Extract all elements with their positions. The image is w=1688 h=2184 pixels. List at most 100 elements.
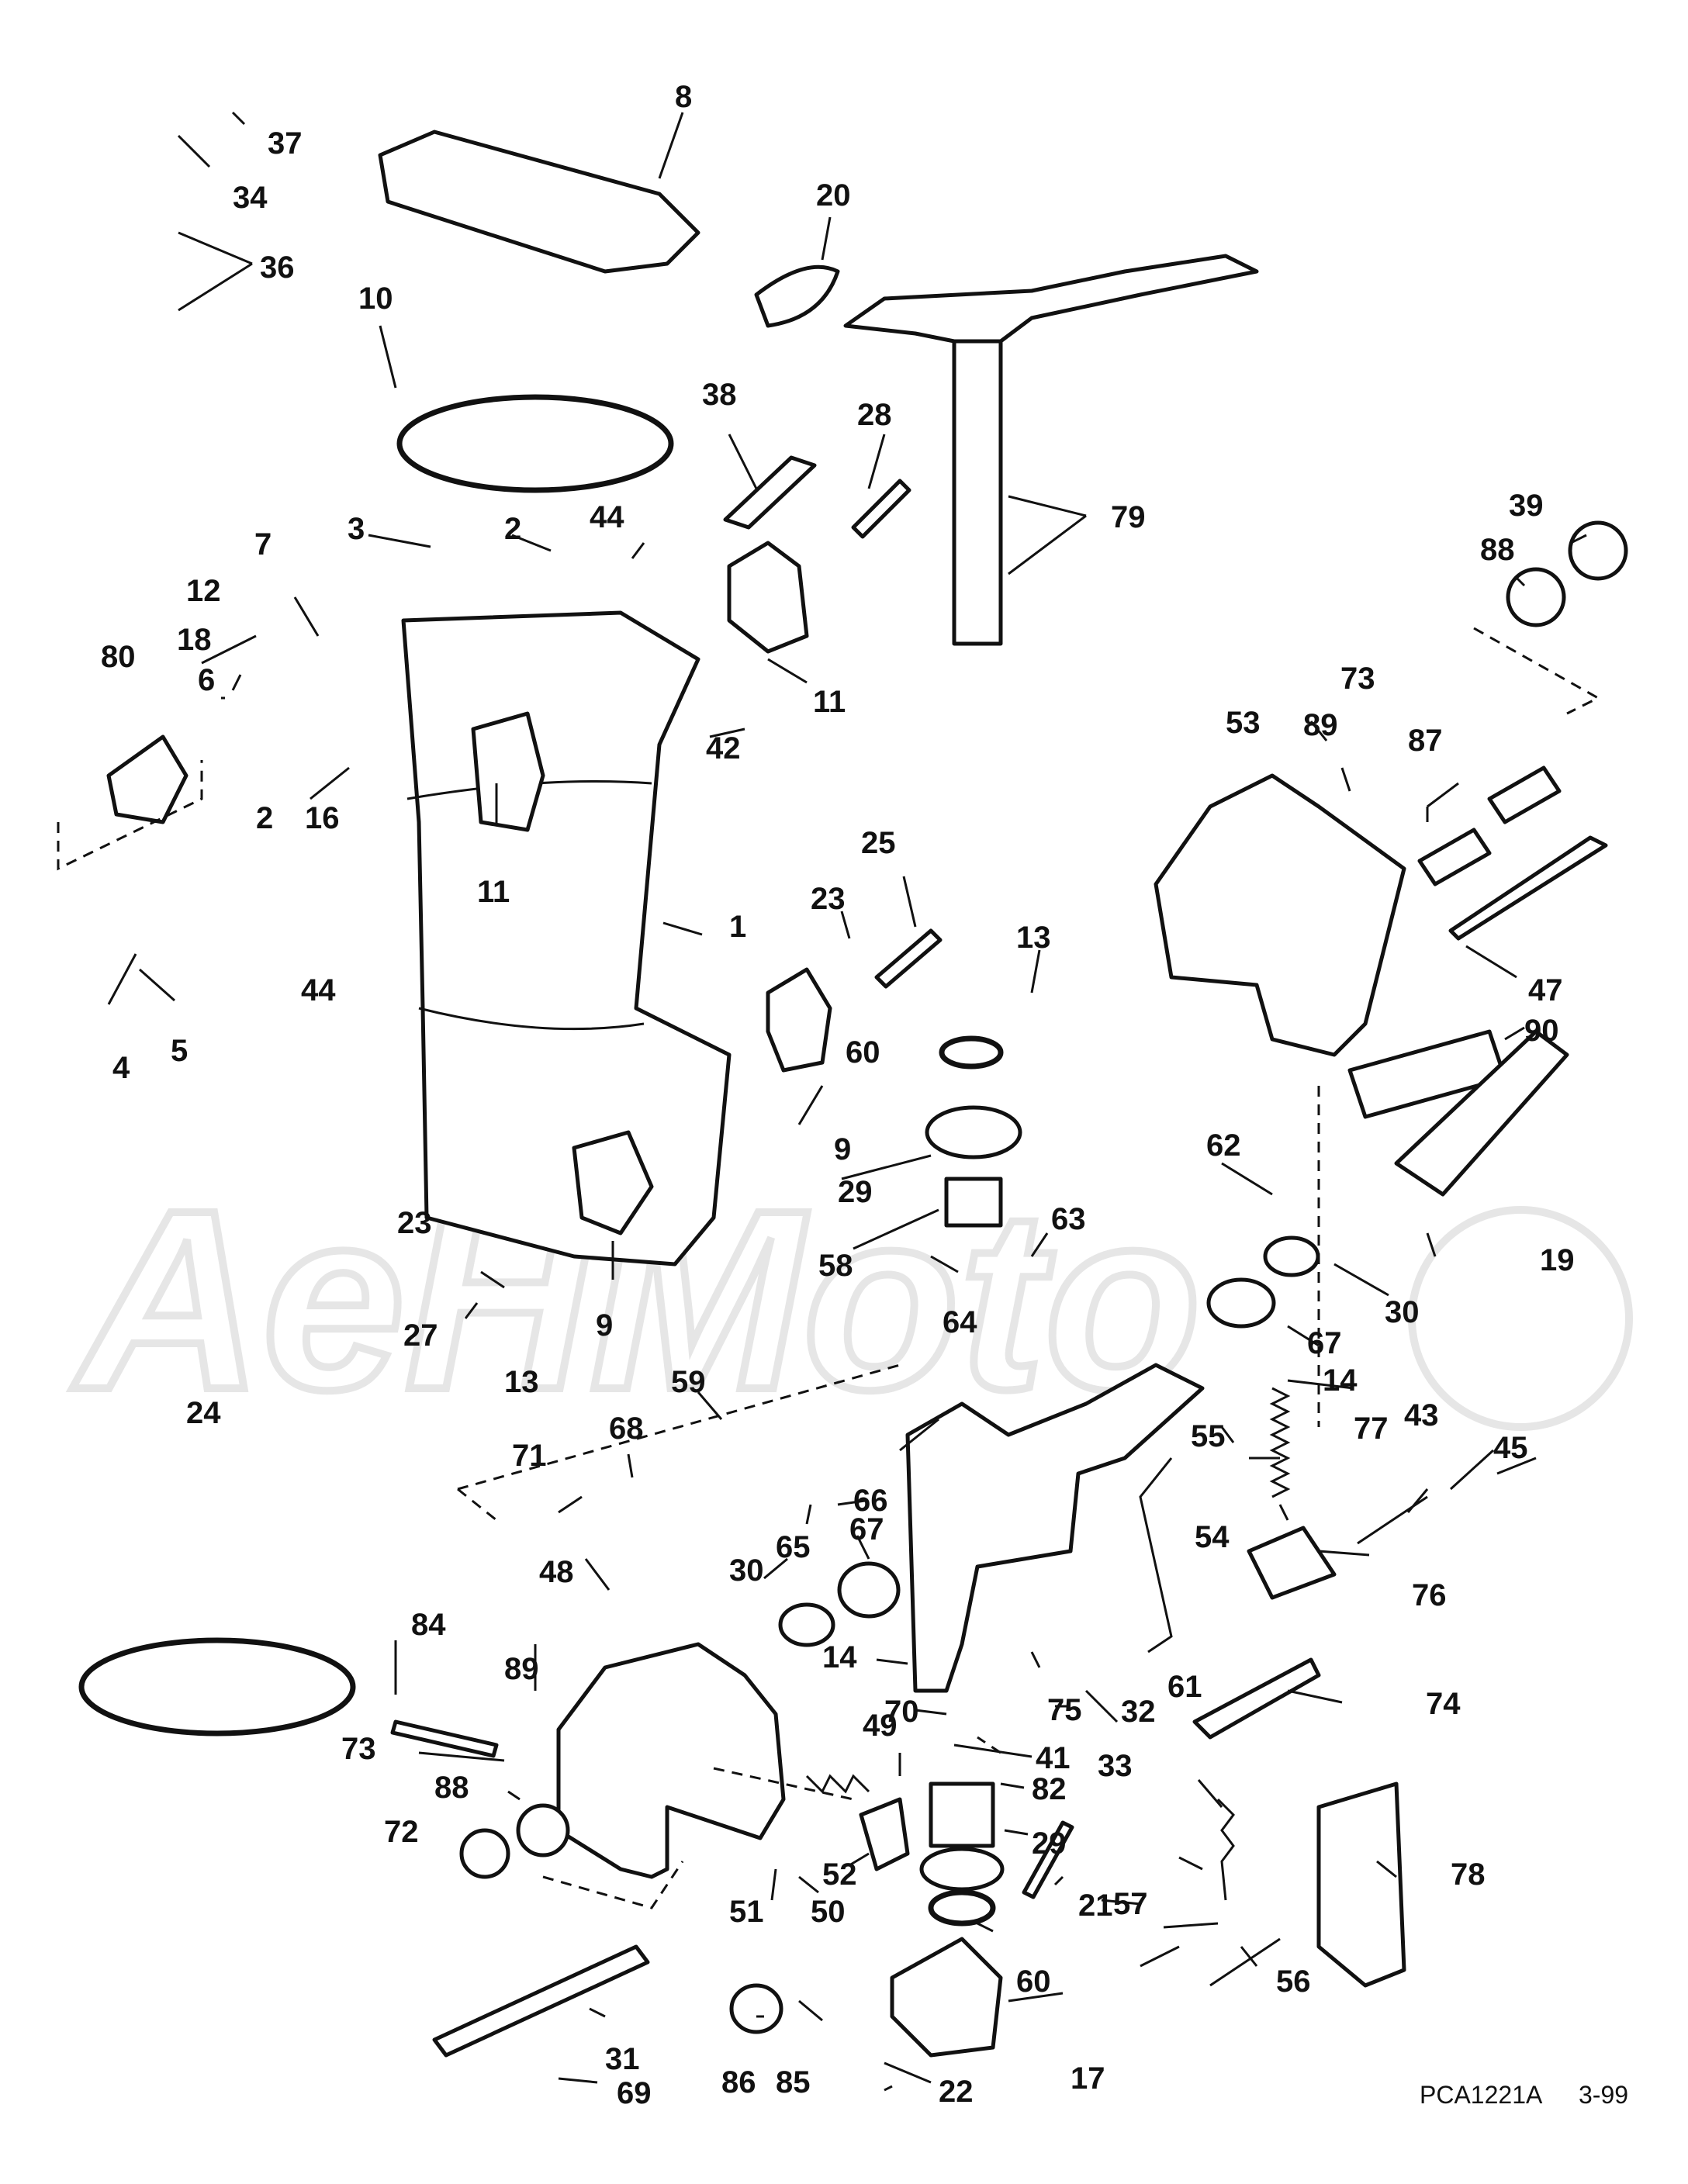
- callout-49: 49: [863, 1709, 898, 1743]
- callout-25: 25: [861, 826, 896, 860]
- watermark-wheel: [1408, 1206, 1633, 1431]
- callout-66: 66: [853, 1484, 888, 1518]
- callout-9: 9: [834, 1132, 851, 1166]
- callout-34: 34: [233, 181, 268, 215]
- callout-73: 73: [341, 1732, 376, 1766]
- part-67-bushing-left: [837, 1561, 901, 1619]
- callout-59: 59: [671, 1365, 706, 1399]
- callout-2: 2: [256, 801, 273, 835]
- part-80-fitting: [106, 734, 189, 824]
- callout-65: 65: [776, 1530, 811, 1564]
- callout-89: 89: [504, 1652, 539, 1686]
- part-29-bushing-mid: [925, 1105, 1022, 1159]
- part-60-o-ring-mid: [939, 1035, 1004, 1070]
- part-30-washer-right: [1263, 1235, 1320, 1277]
- part-33-spring: [1216, 1798, 1235, 1901]
- part-48-clamp-bracket: [556, 1642, 786, 1879]
- callout-23: 23: [811, 882, 846, 916]
- part-1-exhaust-housing: [401, 610, 732, 1267]
- callout-1: 1: [729, 910, 746, 944]
- part-63-swivel: [905, 1363, 1205, 1693]
- callout-64: 64: [943, 1305, 977, 1339]
- callout-13: 13: [504, 1365, 539, 1399]
- part-60-o-ring-lower: [928, 1889, 996, 1927]
- callout-44: 44: [590, 500, 624, 534]
- callout-20: 20: [816, 178, 851, 213]
- diagram-code: PCA1221A: [1420, 2081, 1543, 2109]
- callout-19: 19: [1540, 1243, 1575, 1277]
- callout-87: 87: [1408, 724, 1443, 758]
- callout-51: 51: [729, 1895, 764, 1929]
- part-86-plug: [729, 1983, 783, 2034]
- callout-6: 6: [198, 663, 215, 697]
- part-76-clip: [1247, 1526, 1337, 1600]
- part-67-bushing-right: [1206, 1277, 1276, 1329]
- part-24-o-ring: [78, 1637, 356, 1736]
- callout-73: 73: [1340, 662, 1375, 696]
- callout-33: 33: [1098, 1749, 1133, 1783]
- diagram-date: 3-99: [1579, 2081, 1628, 2109]
- callout-23: 23: [397, 1206, 432, 1240]
- part-39-cap-nut: [1568, 520, 1628, 581]
- callout-78: 78: [1451, 1857, 1486, 1892]
- part-77-spring: [1269, 1387, 1291, 1498]
- part-31-strip: [432, 1944, 650, 2058]
- callout-4: 4: [112, 1051, 130, 1085]
- callout-11: 11: [477, 875, 510, 909]
- part-45-pin: [1357, 1495, 1428, 1545]
- callout-56: 56: [1276, 1965, 1311, 1999]
- callout-84: 84: [411, 1608, 446, 1642]
- callout-29: 29: [1032, 1826, 1067, 1861]
- part-87-sleeve-a: [1417, 828, 1492, 886]
- callout-54: 54: [1195, 1520, 1230, 1554]
- part-78-bracket: [1316, 1781, 1406, 1988]
- callout-37: 37: [268, 126, 303, 161]
- assembly-lines: [57, 627, 1601, 1909]
- callout-44: 44: [301, 973, 336, 1007]
- part-58-collar: [944, 1177, 1003, 1228]
- callout-7: 7: [254, 527, 272, 562]
- part-38-rod: [723, 455, 817, 530]
- part-52-plate: [859, 1797, 910, 1871]
- callout-43: 43: [1404, 1398, 1439, 1432]
- callout-58: 58: [818, 1249, 853, 1283]
- callout-41: 41: [1036, 1741, 1071, 1775]
- part-17-retainer: [890, 1937, 1003, 2058]
- callout-53: 53: [1226, 706, 1261, 740]
- callout-32: 32: [1121, 1695, 1156, 1729]
- callout-2: 2: [504, 512, 521, 546]
- callout-38: 38: [702, 378, 737, 412]
- callout-67: 67: [1307, 1326, 1342, 1360]
- callout-67: 67: [849, 1512, 884, 1546]
- callout-8: 8: [675, 80, 692, 114]
- part-72-cap: [459, 1828, 510, 1879]
- part-61-link: [1139, 1457, 1173, 1654]
- callout-57: 57: [1113, 1887, 1148, 1921]
- callout-10: 10: [358, 282, 393, 316]
- part-21-bolt: [1022, 1820, 1074, 1899]
- callout-21: 21: [1078, 1889, 1113, 1923]
- callout-82: 82: [1032, 1772, 1067, 1806]
- callouts: 1 2 2 3 4 5 6 7 8 9 9 10 11 11 12 13 13 …: [101, 80, 1575, 2110]
- callout-69: 69: [617, 2076, 652, 2110]
- callout-11: 11: [813, 685, 846, 719]
- callout-68: 68: [609, 1412, 644, 1446]
- callout-61: 61: [1167, 1670, 1202, 1704]
- part-drawings: [78, 130, 1628, 2058]
- callout-39: 39: [1509, 489, 1544, 523]
- callout-22: 22: [939, 2075, 974, 2109]
- callout-47: 47: [1528, 973, 1563, 1007]
- part-53-bracket: [1154, 773, 1406, 1057]
- callout-70: 70: [884, 1695, 919, 1729]
- callout-17: 17: [1071, 2061, 1105, 2096]
- part-19-grip: [1394, 1029, 1569, 1197]
- part-28-screw: [851, 479, 911, 539]
- part-1-band-lower: [418, 1007, 645, 1031]
- callout-90: 90: [1524, 1014, 1559, 1048]
- callout-29: 29: [838, 1175, 873, 1209]
- part-9-mount-lower: [572, 1130, 654, 1235]
- part-84-bolt: [390, 1719, 499, 1758]
- callout-45: 45: [1493, 1431, 1528, 1465]
- callout-77: 77: [1354, 1412, 1389, 1446]
